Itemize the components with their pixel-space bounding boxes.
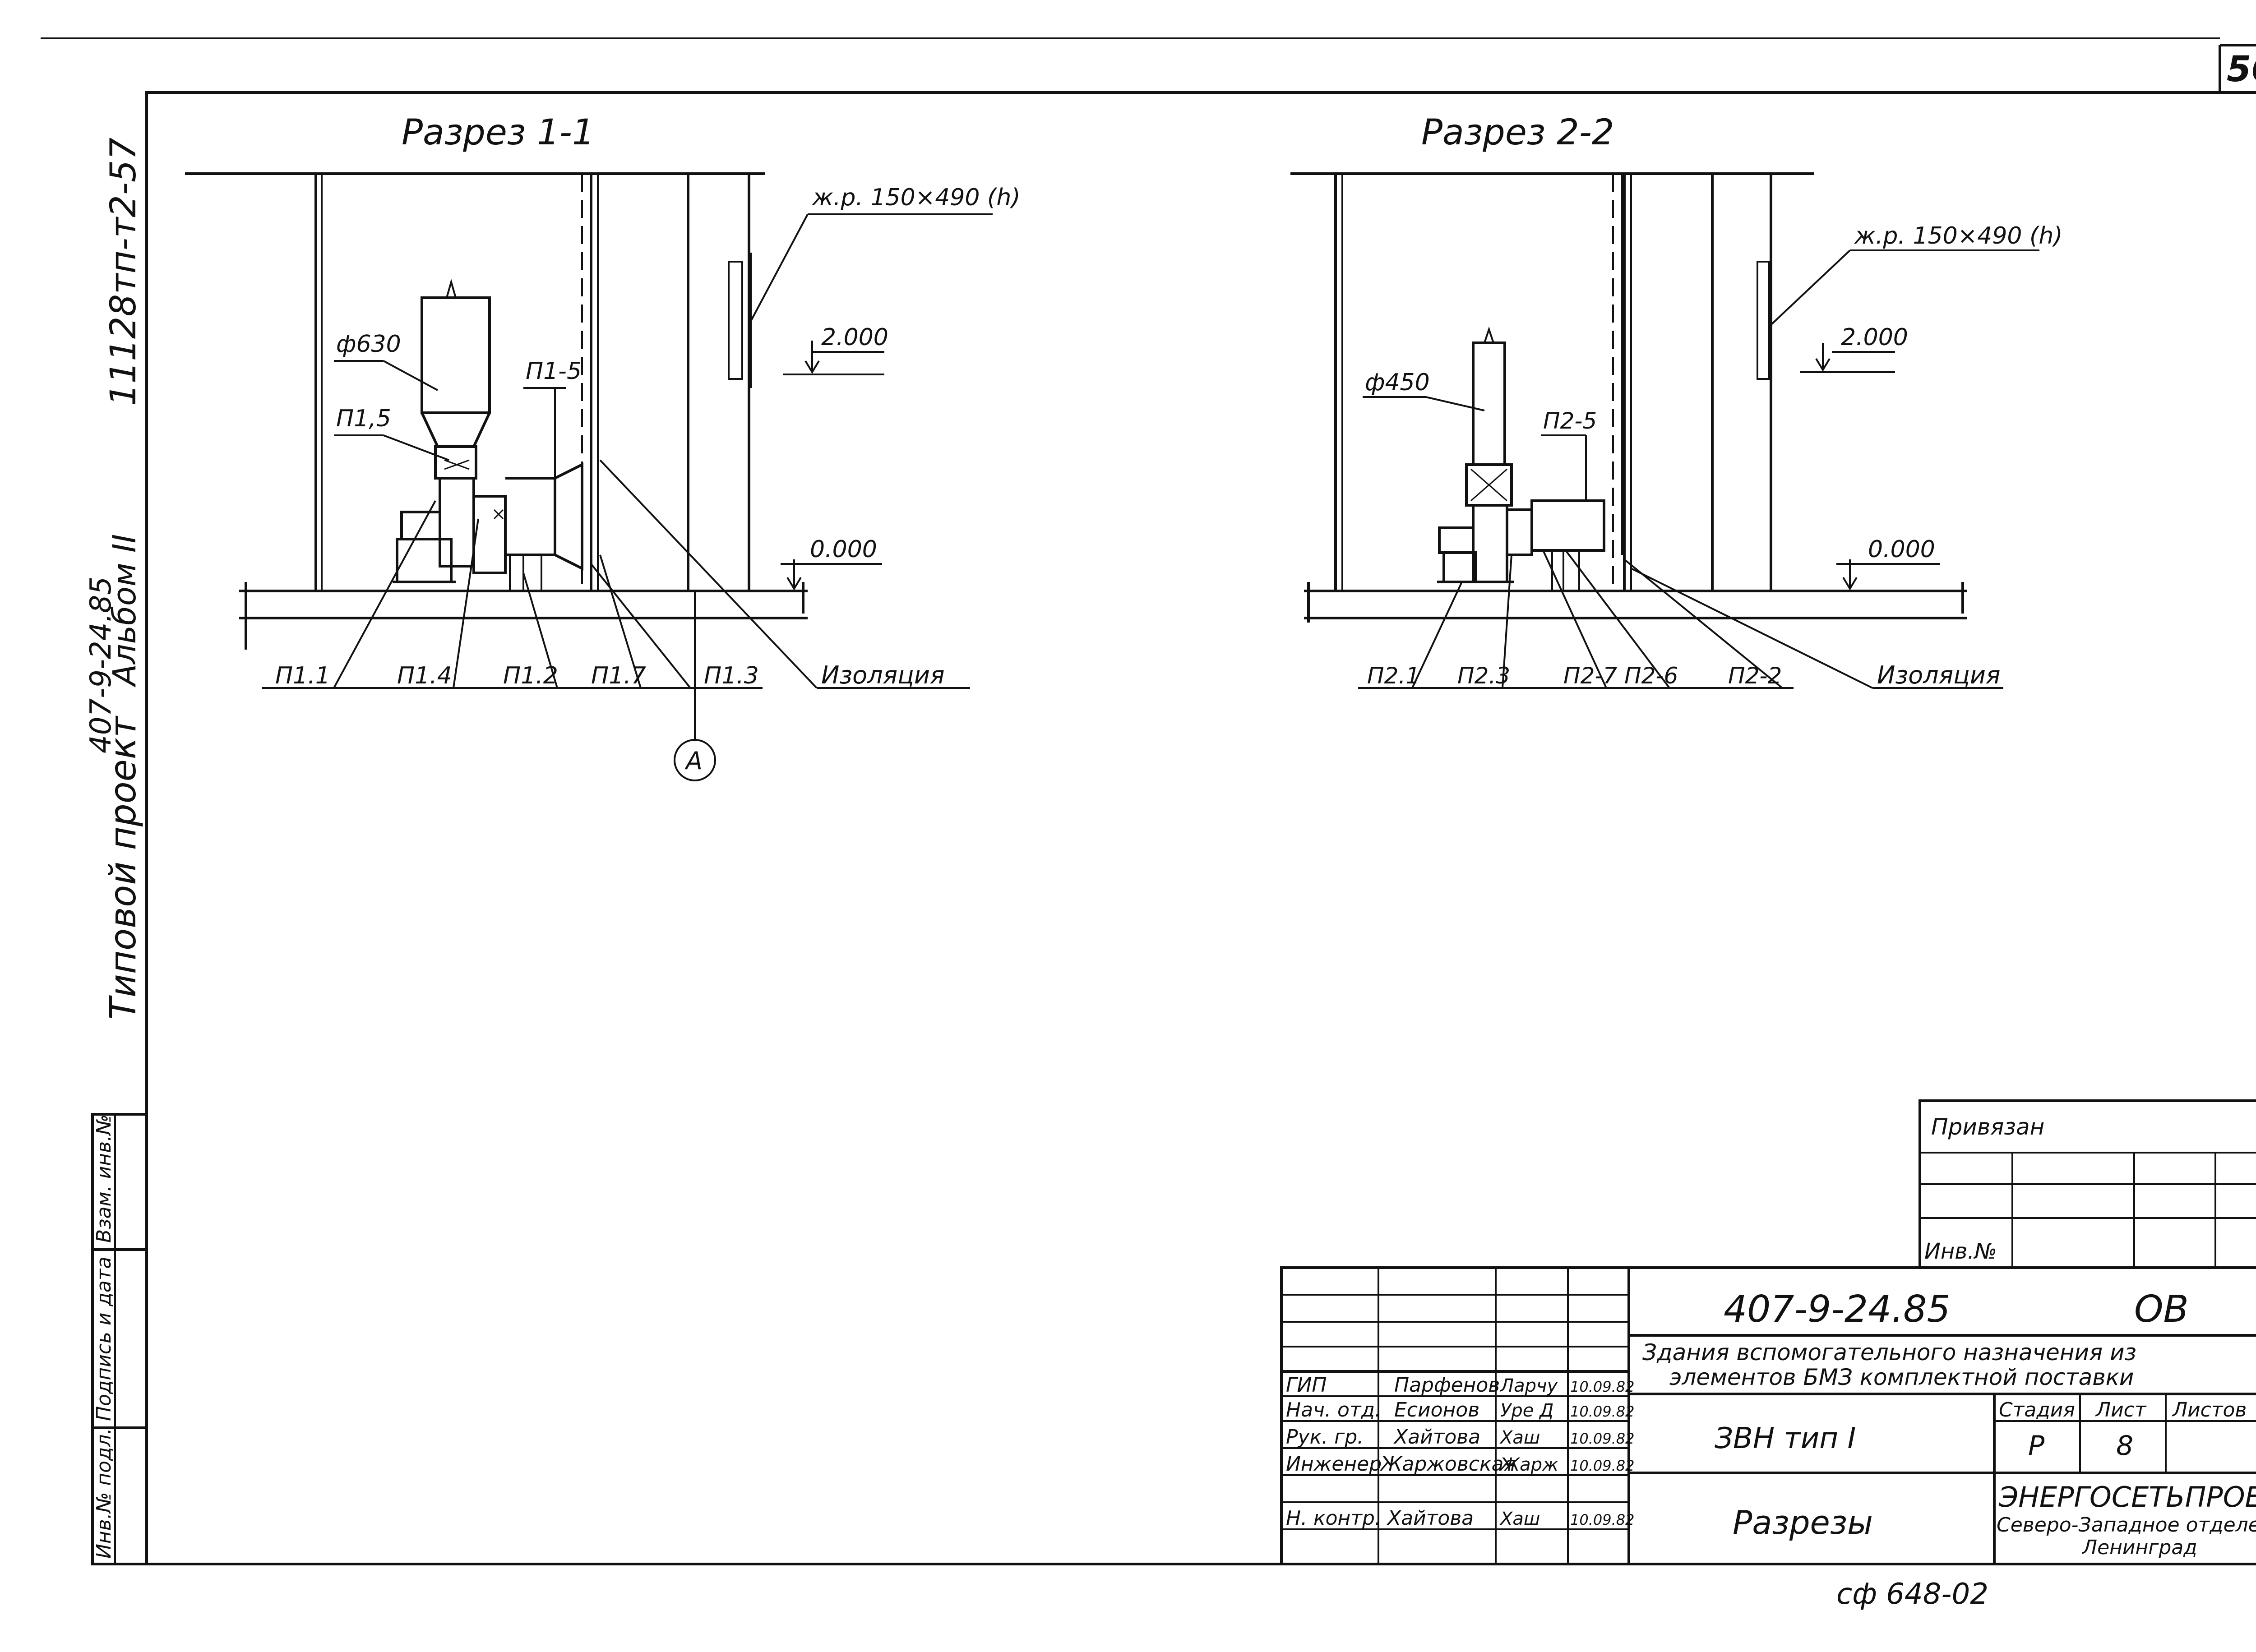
sheet-frame bbox=[41, 37, 2256, 1565]
s1-insulation-label: Изоляция bbox=[821, 661, 944, 689]
privyazan-label: Привязан bbox=[1931, 1114, 2044, 1140]
doc-mark: ОВ bbox=[2134, 1288, 2189, 1331]
role-gip: ГИП bbox=[1286, 1374, 1327, 1397]
org-branch: Северо-Западное отделение bbox=[1997, 1514, 2256, 1537]
sheet-label: Лист bbox=[2095, 1398, 2147, 1421]
role-ruk-gr: Рук. гр. bbox=[1286, 1426, 1364, 1449]
sheet-no-value: 8 bbox=[2116, 1430, 2133, 1462]
role-nach-otd: Нач. отд. bbox=[1286, 1398, 1381, 1421]
s2-tag-p23: П2.3 bbox=[1457, 663, 1510, 689]
sheets-label: Листов bbox=[2172, 1398, 2247, 1421]
s2-grille-label: ж.р. 150×490 (h) bbox=[1854, 222, 2063, 249]
side-title: Типовой проект bbox=[102, 715, 144, 1020]
sheet-title: Разрезы bbox=[1733, 1504, 1873, 1541]
sign-ruk-gr: Хаш bbox=[1499, 1427, 1540, 1448]
date-ruk-gr: 10.09.82 bbox=[1570, 1430, 1635, 1447]
bottom-code: сф 648-02 bbox=[1836, 1578, 1988, 1611]
doc-code: 407-9-24.85 bbox=[1724, 1288, 1951, 1331]
sheet-number: 56 bbox=[2227, 49, 2256, 90]
section-2-2: Разрез 2-2 ф450 П2-5 bbox=[1290, 112, 2063, 689]
s2-tag-p2-6: П2-6 bbox=[1624, 663, 1678, 689]
building-name: ЗВН тип I bbox=[1715, 1422, 1856, 1455]
album-code: 11128тп-т2-57 bbox=[103, 138, 144, 406]
section-1-1: Разрез 1-1 bbox=[185, 112, 1021, 781]
s1-axis-label: А bbox=[684, 747, 703, 775]
org-city: Ленинград bbox=[2081, 1536, 2197, 1559]
description-line-2: элементов БМЗ комплектной поставки bbox=[1669, 1364, 2134, 1390]
sign-gip: Ларчу bbox=[1499, 1375, 1558, 1396]
axis-bubble bbox=[674, 739, 716, 781]
name-n-kontr: Хайтова bbox=[1387, 1507, 1474, 1530]
stage-label: Стадия bbox=[1999, 1398, 2075, 1421]
date-n-kontr: 10.09.82 bbox=[1570, 1511, 1635, 1528]
title-block: Привязан Инв.№ 407-9-24.85 ОВ Здания всп… bbox=[1280, 1099, 2256, 1565]
sign-engineer: Жарж bbox=[1499, 1454, 1558, 1475]
stamp-podpis: Подпись и дата bbox=[92, 1257, 116, 1421]
role-n-kontr: Н. контр. bbox=[1286, 1507, 1381, 1530]
s1-tag-p1-5: П1-5 bbox=[526, 358, 582, 385]
s2-insulation-label: Изоляция bbox=[1877, 661, 2000, 689]
name-nach-otd: Есионов bbox=[1394, 1398, 1479, 1421]
section-1-title: Разрез 1-1 bbox=[402, 112, 594, 153]
s1-tag-p15: П1,5 bbox=[336, 405, 391, 432]
people-table: ГИП Парфенов Ларчу 10.09.82 Нач. отд. Ес… bbox=[1286, 1374, 1635, 1530]
s1-tag-p12: П1.2 bbox=[503, 662, 558, 689]
side-project-number: 407-9-24.85 bbox=[84, 577, 118, 753]
inv-no-label: Инв.№ bbox=[1924, 1239, 1997, 1264]
section-2-title: Разрез 2-2 bbox=[1421, 112, 1614, 153]
name-gip: Парфенов bbox=[1394, 1374, 1500, 1397]
date-engineer: 10.09.82 bbox=[1570, 1457, 1635, 1474]
sign-nach-otd: Уре Д bbox=[1500, 1400, 1553, 1421]
s2-tag-p2-2: П2-2 bbox=[1728, 663, 1782, 689]
s2-tag-p2-7: П2-7 bbox=[1563, 663, 1617, 689]
stamp-vzam: Взам. инв.№ bbox=[92, 1114, 116, 1243]
description-line-1: Здания вспомогательного назначения из bbox=[1642, 1339, 2136, 1366]
s1-elev-top: 2.000 bbox=[821, 324, 888, 351]
s2-elev-floor: 0.000 bbox=[1868, 536, 1935, 563]
org-name: ЭНЕРГОСЕТЬПРОЕКТ bbox=[1998, 1481, 2256, 1514]
date-nach-otd: 10.09.82 bbox=[1570, 1403, 1635, 1420]
s2-tag-p21: П2.1 bbox=[1367, 663, 1420, 689]
stamp-inv-podl: Инв.№ подл. bbox=[92, 1428, 116, 1559]
s1-elev-floor: 0.000 bbox=[810, 536, 877, 563]
name-ruk-gr: Хайтова bbox=[1393, 1426, 1480, 1449]
sign-n-kontr: Хаш bbox=[1499, 1509, 1540, 1529]
side-album: Альбом II bbox=[106, 534, 143, 688]
name-engineer: Жаржовская bbox=[1379, 1453, 1516, 1476]
s1-duct-diameter: ф630 bbox=[336, 331, 401, 358]
role-engineer: Инженер bbox=[1286, 1453, 1382, 1476]
left-stamp-column: Инв.№ подл. Подпись и дата Взам. инв.№ bbox=[91, 1113, 148, 1565]
s2-tag-p2-5: П2-5 bbox=[1543, 408, 1597, 434]
s1-tag-p11: П1.1 bbox=[275, 662, 330, 689]
stage-value: Р bbox=[2028, 1430, 2045, 1462]
s1-tag-p14: П1.4 bbox=[397, 662, 452, 689]
s2-elev-top: 2.000 bbox=[1841, 324, 1908, 351]
s1-grille-label: ж.р. 150×490 (h) bbox=[812, 184, 1021, 211]
date-gip: 10.09.82 bbox=[1570, 1378, 1635, 1395]
s1-tag-p13: П1.3 bbox=[704, 662, 759, 689]
s2-duct-diameter: ф450 bbox=[1365, 369, 1430, 396]
